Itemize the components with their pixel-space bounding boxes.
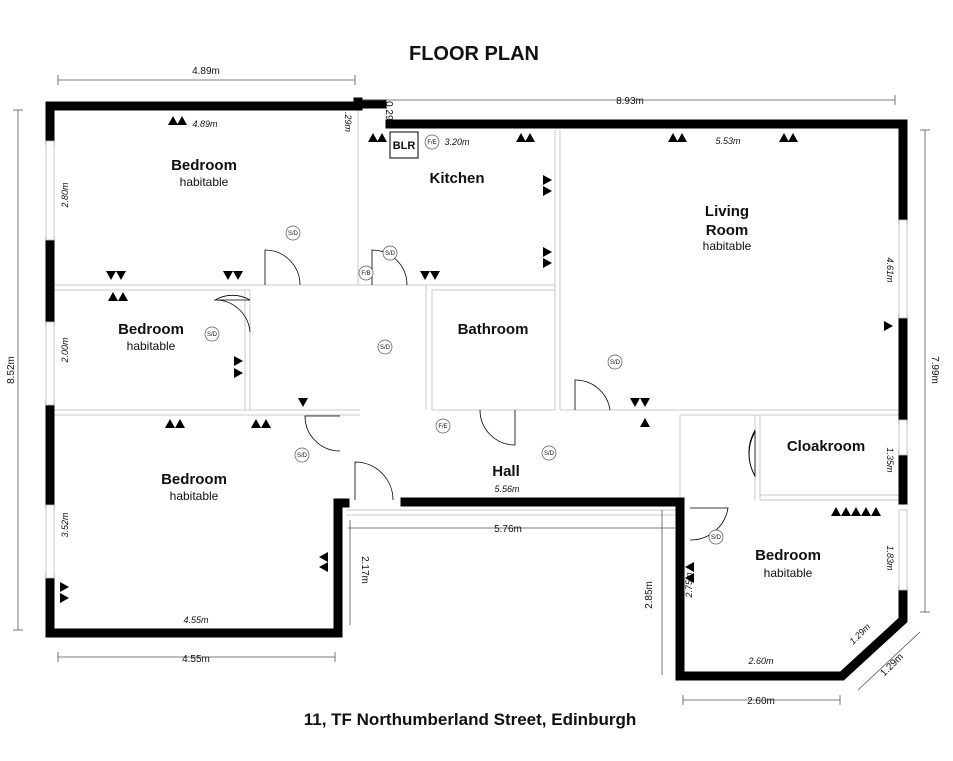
- outlet-markers: [60, 116, 893, 603]
- doors: [213, 249, 756, 541]
- fire-extinguisher-icon: F/E: [424, 134, 440, 150]
- interior-partitions: [54, 106, 900, 630]
- smoke-detector-icon: S/D: [607, 354, 623, 370]
- svg-text:habitable: habitable: [764, 566, 813, 580]
- smoke-detector-icon: S/D: [204, 326, 220, 342]
- dim-top-left: 4.89m: [192, 66, 220, 77]
- svg-text:5.53m: 5.53m: [715, 136, 741, 146]
- svg-text:habitable: habitable: [703, 239, 752, 253]
- fire-blanket-icon: F/B: [358, 265, 374, 281]
- room-labels: Bedroom habitable Kitchen Living Room ha…: [118, 157, 865, 580]
- dim-bottom-right: 2.60m: [747, 696, 775, 707]
- dim-left: 8.52m: [6, 356, 17, 384]
- dim-mid-bottom: 5.76m: [494, 524, 522, 535]
- svg-text:F/E: F/E: [438, 424, 447, 430]
- svg-text:4.89m: 4.89m: [192, 119, 218, 129]
- dim-top-right: 8.93m: [616, 96, 644, 107]
- svg-text:1.83m: 1.83m: [885, 545, 895, 571]
- svg-text:2.60m: 2.60m: [747, 656, 774, 666]
- svg-text:S/D: S/D: [297, 453, 308, 459]
- room-hall: Hall: [492, 463, 520, 480]
- svg-text:S/D: S/D: [544, 451, 555, 457]
- svg-text:3.52m: 3.52m: [60, 512, 70, 538]
- room-bathroom: Bathroom: [458, 321, 529, 338]
- dim-diag: 1.29m: [879, 652, 906, 679]
- smoke-detector-icon: S/D: [285, 225, 301, 241]
- smoke-detector-icon: S/D: [382, 245, 398, 261]
- room-bedroom-3: Bedroom: [161, 471, 227, 488]
- svg-text:S/D: S/D: [288, 231, 299, 237]
- svg-text:2.80m: 2.80m: [60, 182, 70, 209]
- plan-title: FLOOR PLAN: [409, 43, 539, 65]
- smoke-detector-icon: S/D: [377, 339, 393, 355]
- dim-right: 7.99m: [929, 356, 940, 384]
- svg-text:habitable: habitable: [127, 339, 176, 353]
- boiler: BLR: [389, 131, 419, 159]
- svg-text:4.55m: 4.55m: [183, 615, 209, 625]
- svg-text:1.29m: 1.29m: [847, 621, 872, 646]
- svg-text:F/B: F/B: [361, 271, 370, 277]
- svg-text:habitable: habitable: [180, 175, 229, 189]
- room-living: Living: [705, 203, 749, 220]
- svg-text:2.00m: 2.00m: [60, 337, 70, 364]
- svg-text:habitable: habitable: [170, 489, 219, 503]
- svg-text:4.61m: 4.61m: [885, 257, 895, 283]
- outer-walls: [45, 97, 908, 681]
- smoke-detector-icon: S/D: [541, 445, 557, 461]
- svg-text:S/D: S/D: [207, 332, 218, 338]
- svg-text:Room: Room: [706, 222, 749, 239]
- property-address: 11, TF Northumberland Street, Edinburgh: [304, 710, 636, 729]
- svg-text:3.20m: 3.20m: [444, 137, 470, 147]
- windows: [45, 140, 908, 591]
- dim-bedroom3-side: 2.17m: [359, 556, 370, 584]
- svg-text:5.56m: 5.56m: [494, 484, 520, 494]
- dim-bottom-left: 4.55m: [182, 654, 210, 665]
- smoke-detector-icon: S/D: [708, 529, 724, 545]
- svg-text:S/D: S/D: [380, 345, 391, 351]
- fire-extinguisher-icon: F/E: [435, 418, 451, 434]
- room-kitchen: Kitchen: [429, 170, 484, 187]
- svg-text:2.75m: 2.75m: [684, 572, 694, 599]
- svg-text:F/E: F/E: [427, 140, 436, 146]
- svg-text:S/D: S/D: [711, 535, 722, 541]
- svg-text:BLR: BLR: [393, 140, 416, 152]
- room-bedroom-1: Bedroom: [171, 157, 237, 174]
- svg-text:S/D: S/D: [610, 360, 621, 366]
- svg-text:1.35m: 1.35m: [885, 447, 895, 473]
- svg-text:S/D: S/D: [385, 251, 396, 257]
- dim-top-small: 0.29m: [383, 101, 394, 129]
- dim-bedroom4-side: 2.85m: [644, 581, 655, 609]
- dimension-labels: 4.89m 8.93m 0.29m 8.52m 7.99m 4.55m 5.76…: [6, 66, 940, 707]
- room-bedroom-2: Bedroom: [118, 321, 184, 338]
- dimension-lines: [13, 75, 930, 705]
- safety-devices: S/D S/D F/E F/B S/D S/D S/D F/E S/D S/D …: [204, 134, 724, 545]
- svg-text:.29m: .29m: [343, 112, 353, 133]
- room-cloakroom: Cloakroom: [787, 438, 865, 455]
- room-bedroom-4: Bedroom: [755, 547, 821, 564]
- smoke-detector-icon: S/D: [294, 447, 310, 463]
- room-dimensions: 4.89m 2.80m .29m 3.20m 5.53m 4.61m 2.00m…: [60, 112, 895, 666]
